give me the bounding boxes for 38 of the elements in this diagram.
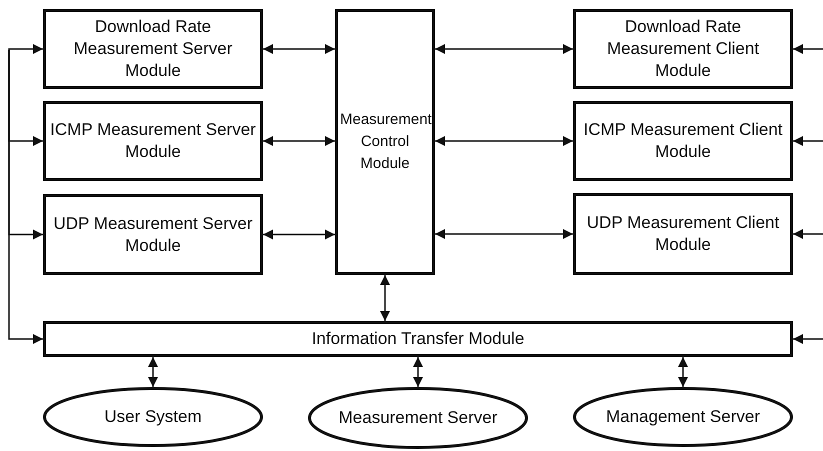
arrow	[793, 136, 823, 146]
module-box	[573, 9, 793, 89]
arrow	[380, 275, 390, 321]
arrow	[413, 357, 423, 387]
arrow	[8, 50, 43, 344]
module-bar	[43, 321, 793, 357]
module-label: User System	[104, 406, 202, 428]
arrow	[793, 44, 823, 54]
system-ellipse	[43, 387, 263, 447]
arrow	[793, 229, 823, 239]
module-box	[43, 101, 263, 181]
module-label: UDP Measurement Server Module	[52, 212, 254, 256]
module-box	[43, 9, 263, 89]
arrow	[263, 230, 335, 240]
module-label: ICMP Measurement Server Module	[49, 119, 257, 163]
module-label: Measurement Server	[338, 407, 498, 429]
arrow	[678, 357, 688, 387]
module-box	[573, 101, 793, 181]
module-label: Download Rate Measurement Client Module	[606, 16, 760, 82]
arrow	[435, 44, 573, 54]
module-label: UDP Measurement Client Module	[586, 212, 780, 256]
server-ellipse	[573, 387, 793, 447]
arrow	[793, 334, 823, 344]
module-box	[43, 194, 263, 275]
arrow	[263, 44, 335, 54]
arrow	[8, 44, 43, 54]
module-label: Management Server	[606, 406, 760, 428]
module-box	[335, 9, 435, 275]
arrow	[435, 229, 573, 239]
module-label: Download Rate Measurement Server Module	[72, 16, 234, 82]
arrow	[435, 136, 573, 146]
arrow	[263, 136, 335, 146]
module-label: Measurement Control Module	[340, 110, 430, 174]
arrow	[148, 357, 158, 387]
module-label: Information Transfer Module	[312, 328, 524, 350]
module-box	[573, 193, 793, 275]
server-ellipse	[308, 387, 528, 449]
module-label: ICMP Measurement Client Module	[582, 119, 784, 163]
